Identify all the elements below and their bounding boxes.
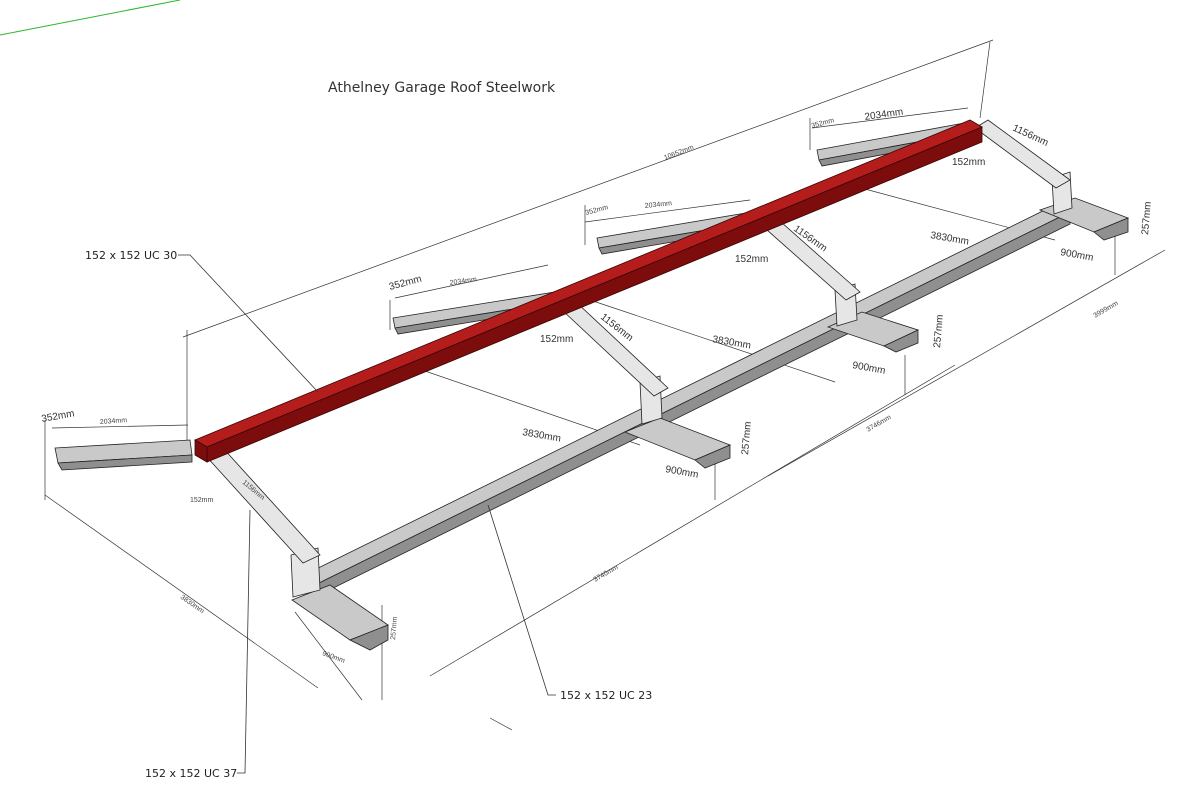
dim-height-257-c: 257mm xyxy=(740,421,754,455)
dim-bay-3830-a: 3830mm xyxy=(929,230,969,248)
dim-bay-3830-b: 3830mm xyxy=(711,334,751,352)
dim-bay-3830-d: 3830mm xyxy=(179,594,205,615)
dim-leg-900-c: 900mm xyxy=(664,464,699,481)
dim-height-257-b: 257mm xyxy=(932,314,946,348)
dim-span-3740: 3740mm xyxy=(593,564,620,584)
dim-offset-352-c: 352mm xyxy=(388,274,423,293)
dim-height-257-d: 257mm xyxy=(390,616,399,640)
dim-rafter-2034-d: 2034mm xyxy=(100,417,128,426)
dim-height-257-a: 257mm xyxy=(1140,201,1154,235)
dimension-labels: 10652mm 1156mm 1156mm 1156mm 1156mm 2034… xyxy=(41,107,1154,665)
dim-leg-900-b: 900mm xyxy=(851,360,886,377)
callout-leaders xyxy=(178,254,556,774)
dim-offset-352-d: 352mm xyxy=(41,408,76,425)
dim-span-3999: 3999mm xyxy=(1093,300,1120,320)
dim-rafter-2034-b: 2034mm xyxy=(644,200,672,210)
dim-offset-352-b: 352mm xyxy=(585,204,610,217)
dim-offset-352-a: 352mm xyxy=(811,117,836,130)
guide-line xyxy=(0,0,181,36)
ridge-beam xyxy=(194,119,983,463)
dim-overall-length: 10652mm xyxy=(663,144,695,162)
dim-width-152-c: 152mm xyxy=(540,334,573,345)
dim-bay-3830-c: 3830mm xyxy=(521,427,561,445)
callout-base-beam: 152 x 152 UC 23 xyxy=(560,689,652,702)
dim-span-3746: 3746mm xyxy=(866,414,893,434)
dim-leg-900-a: 900mm xyxy=(1059,247,1094,264)
dim-width-152-b: 152mm xyxy=(735,254,768,265)
callout-ridge-beam: 152 x 152 UC 30 xyxy=(85,249,177,262)
callout-post: 152 x 152 UC 37 xyxy=(145,767,237,780)
dim-width-152-a: 152mm xyxy=(952,157,985,168)
drawing-title: Athelney Garage Roof Steelwork xyxy=(328,80,556,96)
dim-rafter-2034-c: 2034mm xyxy=(449,276,477,287)
dim-width-152-d: 152mm xyxy=(190,497,214,504)
dim-rafter-2034-a: 2034mm xyxy=(864,107,904,123)
